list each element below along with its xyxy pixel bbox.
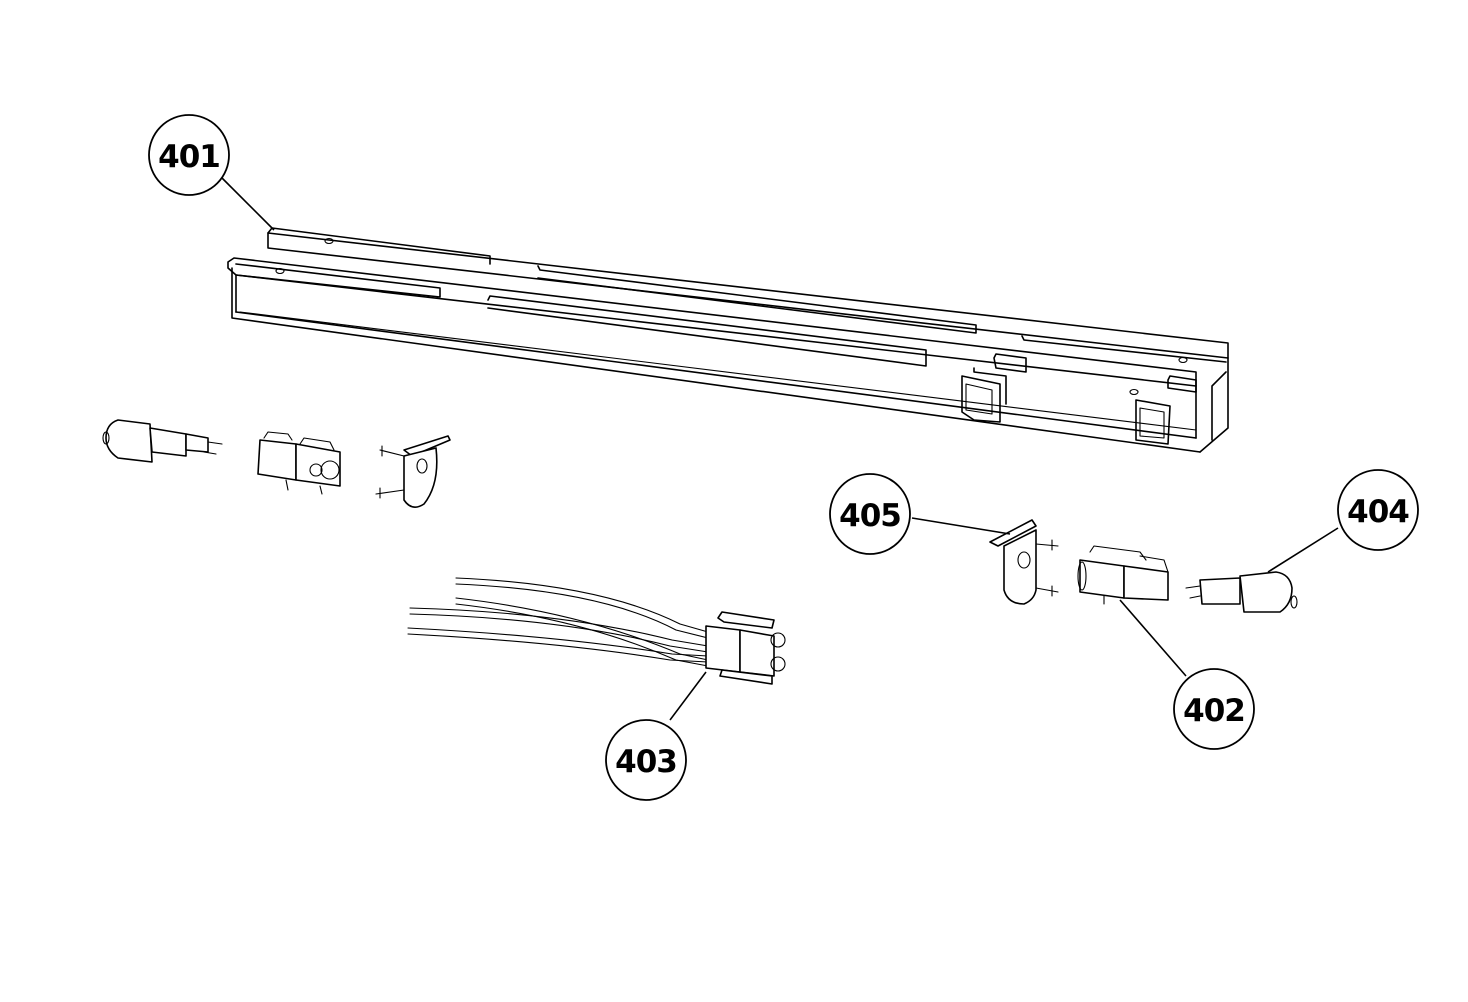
- callout-401: 401: [148, 114, 230, 196]
- rail-channel-part-401: [227, 227, 1229, 453]
- leader-401: [219, 175, 275, 231]
- leader-402: [1119, 599, 1187, 677]
- leader-403: [669, 671, 707, 721]
- starter-part-404: [1185, 571, 1298, 613]
- callout-405: 405: [829, 473, 911, 555]
- callout-404: 404: [1337, 469, 1419, 551]
- bracket-part-405: [989, 519, 1059, 605]
- callout-label-401: 401: [158, 139, 220, 175]
- socket-part-402: [1077, 545, 1169, 605]
- callout-label-405: 405: [839, 498, 901, 534]
- wire-harness-part-403: [407, 577, 786, 685]
- leader-405: [911, 517, 1011, 535]
- callout-label-404: 404: [1347, 494, 1409, 530]
- callout-403: 403: [605, 719, 687, 801]
- callout-label-402: 402: [1183, 693, 1245, 729]
- leader-404: [1267, 527, 1339, 573]
- callout-label-403: 403: [615, 744, 677, 780]
- callout-402: 402: [1173, 668, 1255, 750]
- left-lamp-socket-assembly: [102, 419, 451, 508]
